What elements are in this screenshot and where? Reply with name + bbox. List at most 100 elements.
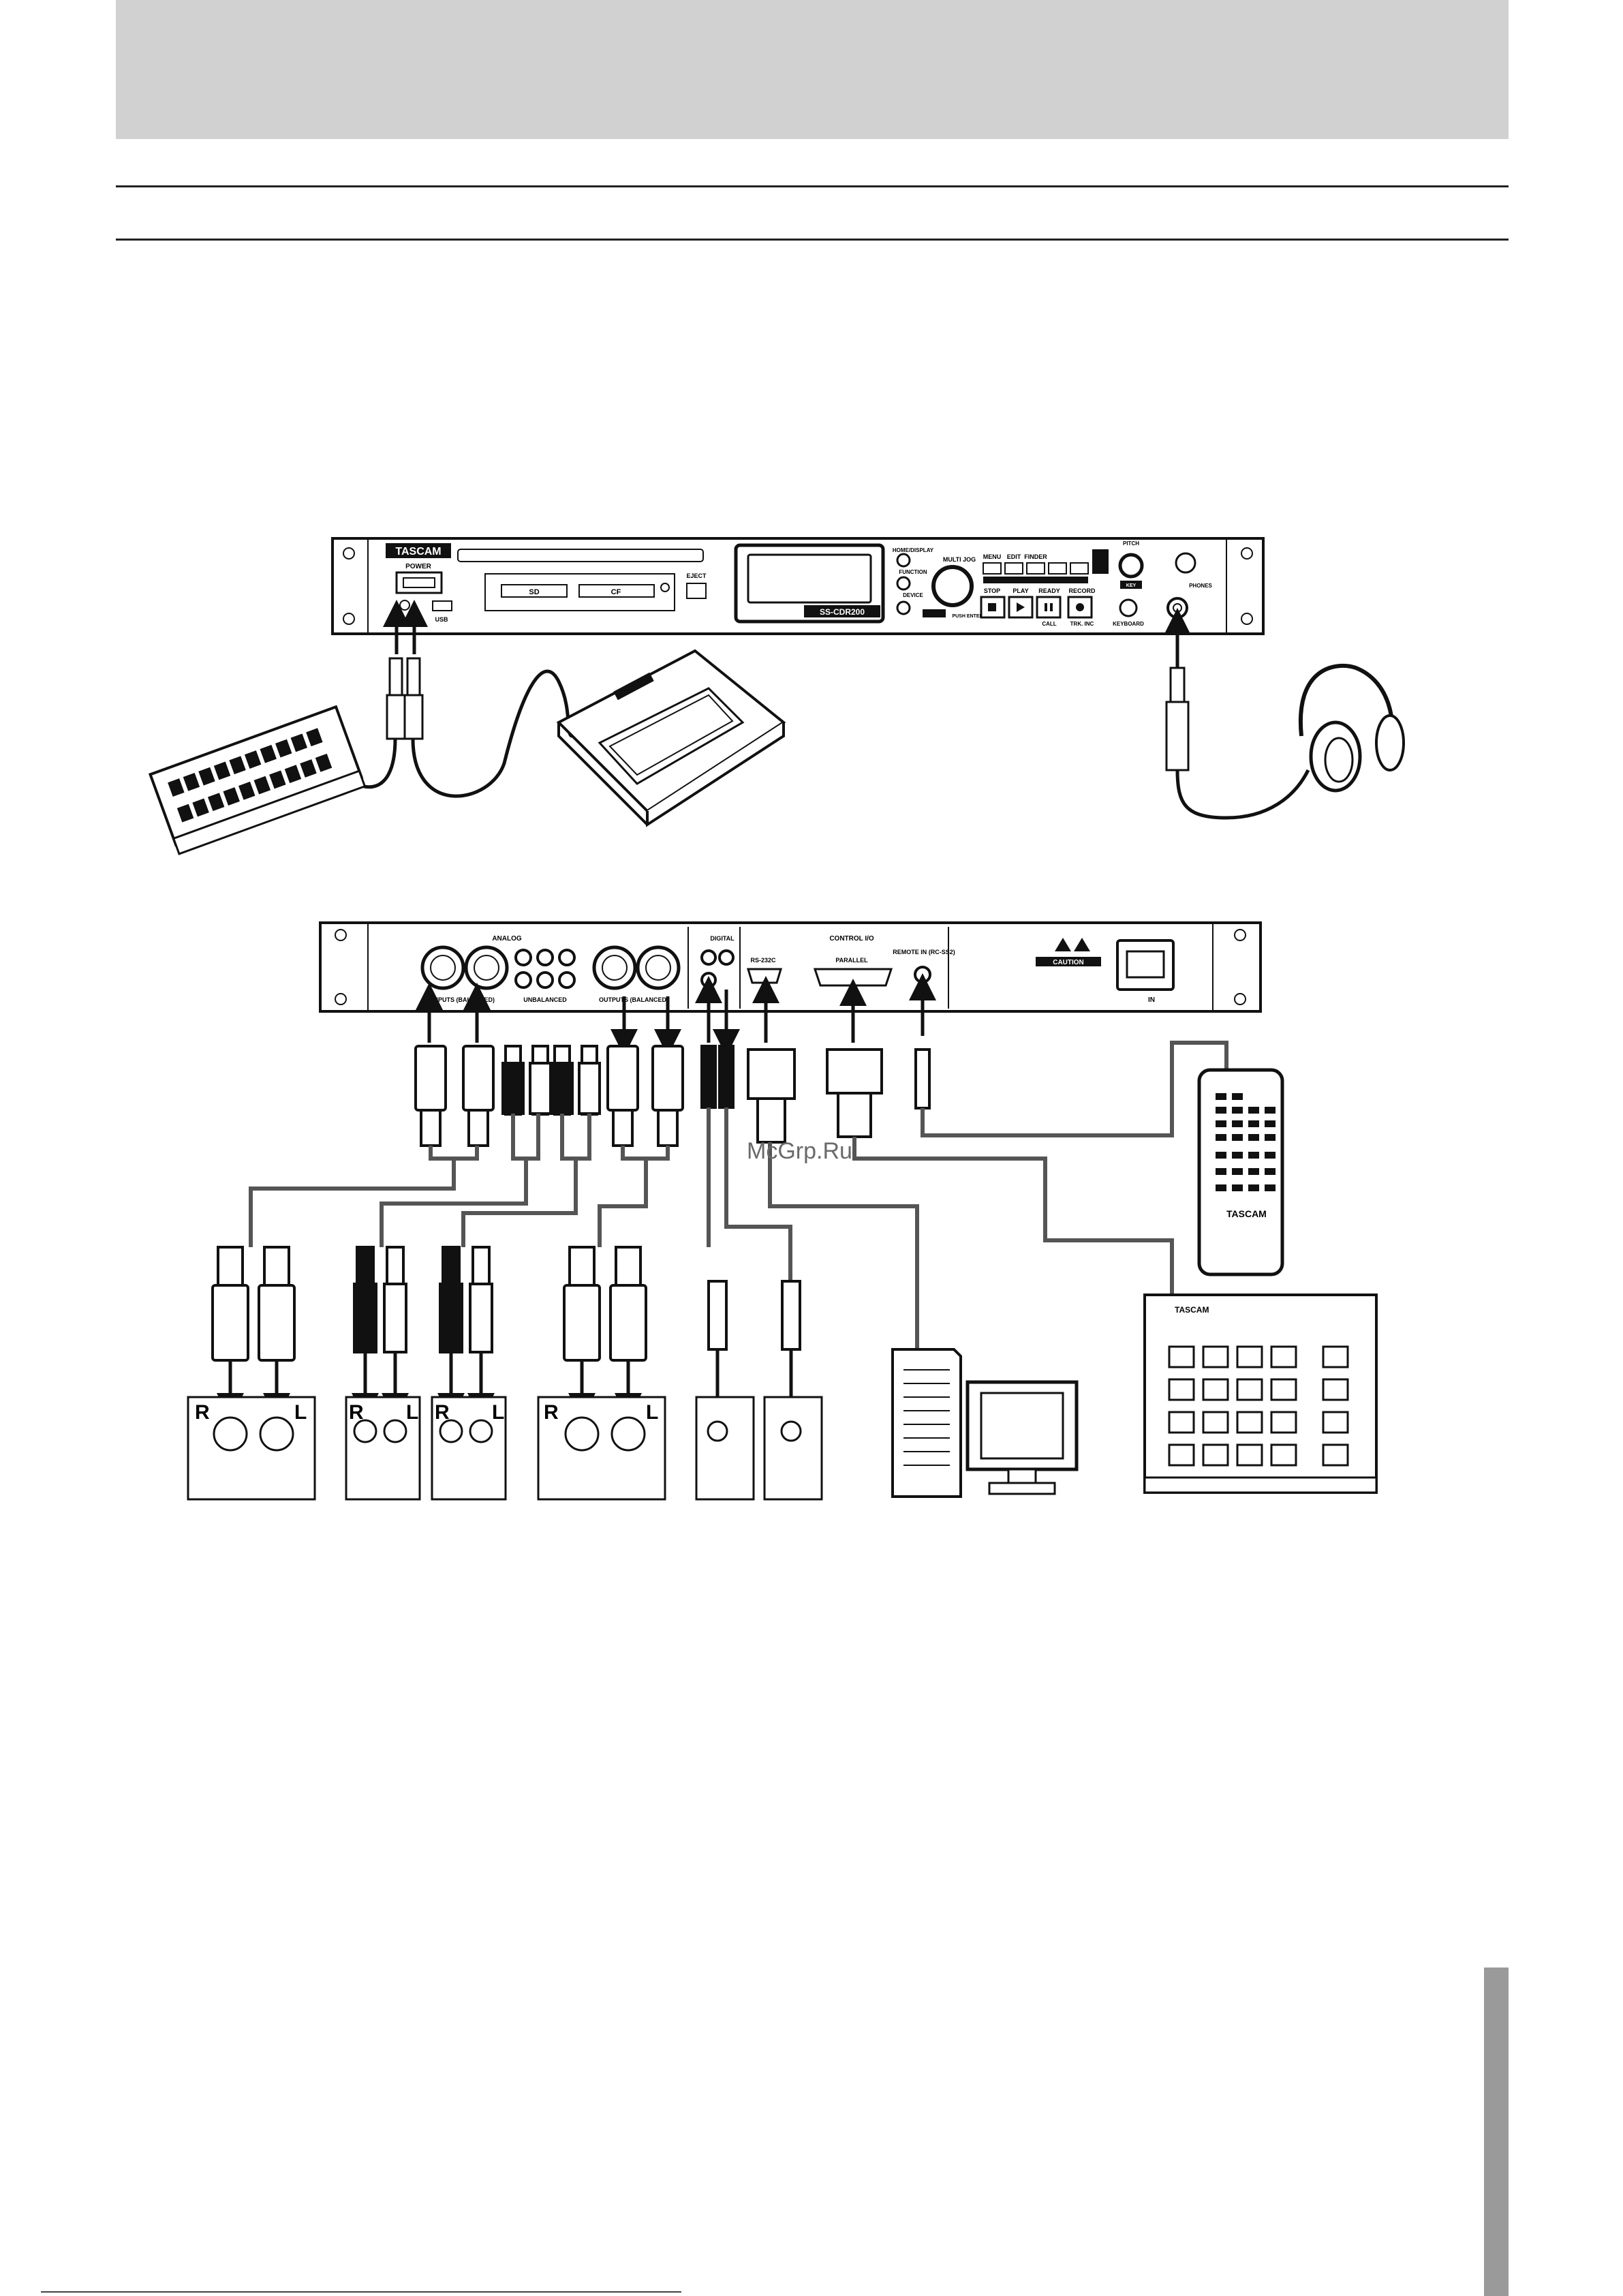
label-r-4: R xyxy=(544,1401,559,1424)
menu-label: MENU xyxy=(983,553,1002,560)
rca-in-r[interactable] xyxy=(514,949,532,966)
push-enter-label: PUSH ENTER xyxy=(952,614,983,619)
computer xyxy=(891,1348,1079,1498)
play-label: PLAY xyxy=(1013,587,1028,594)
call-label: CALL xyxy=(1042,621,1056,627)
stop-icon xyxy=(988,603,996,611)
rs232c-port[interactable] xyxy=(746,968,783,984)
rca-out-l[interactable] xyxy=(536,971,554,989)
digital-label: DIGITAL xyxy=(710,935,735,942)
ac-in-label: IN xyxy=(1148,996,1155,1004)
top-rule xyxy=(116,185,1509,187)
multi-jog-label: MULTI JOG xyxy=(943,556,976,563)
pitch-label: PITCH xyxy=(1123,540,1139,547)
play-icon xyxy=(1017,602,1025,612)
device-label: DEVICE xyxy=(903,592,923,598)
destination-boxes xyxy=(187,1396,823,1501)
keyboard-port[interactable] xyxy=(1119,598,1138,617)
rca-device-b xyxy=(431,1396,507,1501)
rear-arrows xyxy=(416,973,936,1056)
inputs-balanced-label: INPUTS (BALANCED) xyxy=(432,996,495,1003)
finder-button[interactable] xyxy=(1026,562,1045,575)
rewind-button[interactable] xyxy=(1048,562,1067,575)
channel-labels: R L R L R L R L xyxy=(195,1401,658,1424)
outputs-balanced-label: OUTPUTS (BALANCED) xyxy=(599,996,668,1003)
flash-start-remote-device xyxy=(148,705,367,855)
unbalanced-label: UNBALANCED xyxy=(523,996,567,1003)
phones-label: PHONES xyxy=(1189,583,1212,589)
caution-label: CAUTION xyxy=(1053,959,1084,966)
sd-label: SD xyxy=(529,588,539,596)
parallel-port[interactable] xyxy=(813,968,893,987)
rca-device-a xyxy=(345,1396,421,1501)
remote-in-label: REMOTE IN (RC-SS2) xyxy=(893,949,955,955)
control-io-label: CONTROL I/O xyxy=(829,935,874,943)
footswitch-plugs xyxy=(386,657,424,740)
label-r-1: R xyxy=(195,1401,210,1424)
usb-port[interactable] xyxy=(432,600,452,611)
sd-slot[interactable] xyxy=(501,584,568,598)
flash-remote-brand: TASCAM xyxy=(1175,1305,1209,1315)
watermark: McGrp.Ru xyxy=(747,1138,852,1164)
digital-out[interactable] xyxy=(700,972,717,988)
pause-icon xyxy=(1045,603,1047,611)
edit-button[interactable] xyxy=(1004,562,1023,575)
record-icon xyxy=(1076,603,1084,611)
rear-panel: ANALOG INPUTS (BALANCED) UNBALANCED OUTP… xyxy=(319,921,1262,1013)
phones-volume-knob[interactable] xyxy=(1175,552,1196,574)
usb-label: USB xyxy=(435,616,448,623)
digital-device-b xyxy=(763,1396,823,1501)
second-rule xyxy=(116,239,1509,241)
remote-control-brand: TASCAM xyxy=(1226,1208,1267,1219)
balanced-output-device xyxy=(537,1396,666,1501)
eject-label: EJECT xyxy=(686,572,707,579)
front-panel: TASCAM POWER USB SD CF EJECT SS-CDR200 H… xyxy=(331,537,1265,635)
stop-button[interactable] xyxy=(980,596,1006,619)
digital-in[interactable] xyxy=(700,949,717,966)
shift-button[interactable] xyxy=(1092,549,1109,574)
ready-button[interactable] xyxy=(1036,596,1062,619)
remote-control: TASCAM xyxy=(1197,1068,1284,1276)
home-display-button[interactable] xyxy=(896,553,911,568)
record-label: RECORD xyxy=(1068,587,1096,594)
rs232c-label: RS-232C xyxy=(750,957,776,964)
finder-label: FINDER xyxy=(1024,553,1047,560)
model-name: SS-CDR200 xyxy=(820,607,865,617)
edit-label: EDIT xyxy=(1007,553,1021,560)
pitch-knob[interactable] xyxy=(1118,553,1144,579)
front-arrows xyxy=(383,600,1191,668)
rear-cables xyxy=(249,1041,1228,1349)
rca-out-r[interactable] xyxy=(536,949,554,966)
fast-forward-button[interactable] xyxy=(1070,562,1089,575)
rear-plugs xyxy=(414,1045,931,1147)
rca-in-l[interactable] xyxy=(514,971,532,989)
label-r-3: R xyxy=(435,1401,450,1424)
device-button[interactable] xyxy=(896,600,911,615)
home-display-label: HOME/DISPLAY xyxy=(893,547,934,553)
analog-label: ANALOG xyxy=(492,935,522,943)
header-band xyxy=(116,0,1509,139)
cf-slot[interactable] xyxy=(578,584,655,598)
balanced-input-device xyxy=(187,1396,316,1501)
label-l-1: L xyxy=(294,1401,307,1424)
power-label: POWER xyxy=(405,563,432,570)
key-label: KEY xyxy=(1126,583,1137,588)
front-brand: TASCAM xyxy=(395,546,441,557)
multi-jog-dial[interactable] xyxy=(931,565,974,607)
function-button[interactable] xyxy=(896,576,911,591)
label-r-2: R xyxy=(349,1401,364,1424)
label-l-3: L xyxy=(492,1401,504,1424)
menu-button[interactable] xyxy=(983,562,1002,575)
eject-button[interactable] xyxy=(686,583,707,599)
trk-inc-label: TRK. INC xyxy=(1070,621,1094,627)
headphones-connection xyxy=(1165,664,1405,820)
remote-in-jack[interactable] xyxy=(914,966,931,983)
ready-label: READY xyxy=(1038,587,1060,594)
record-button[interactable] xyxy=(1067,596,1093,619)
digital-device-a xyxy=(695,1396,755,1501)
page-thumb-tab xyxy=(1484,1968,1509,2296)
stop-label: STOP xyxy=(984,587,1000,594)
parallel-label: PARALLEL xyxy=(835,957,868,964)
disc-slot[interactable] xyxy=(457,549,704,562)
